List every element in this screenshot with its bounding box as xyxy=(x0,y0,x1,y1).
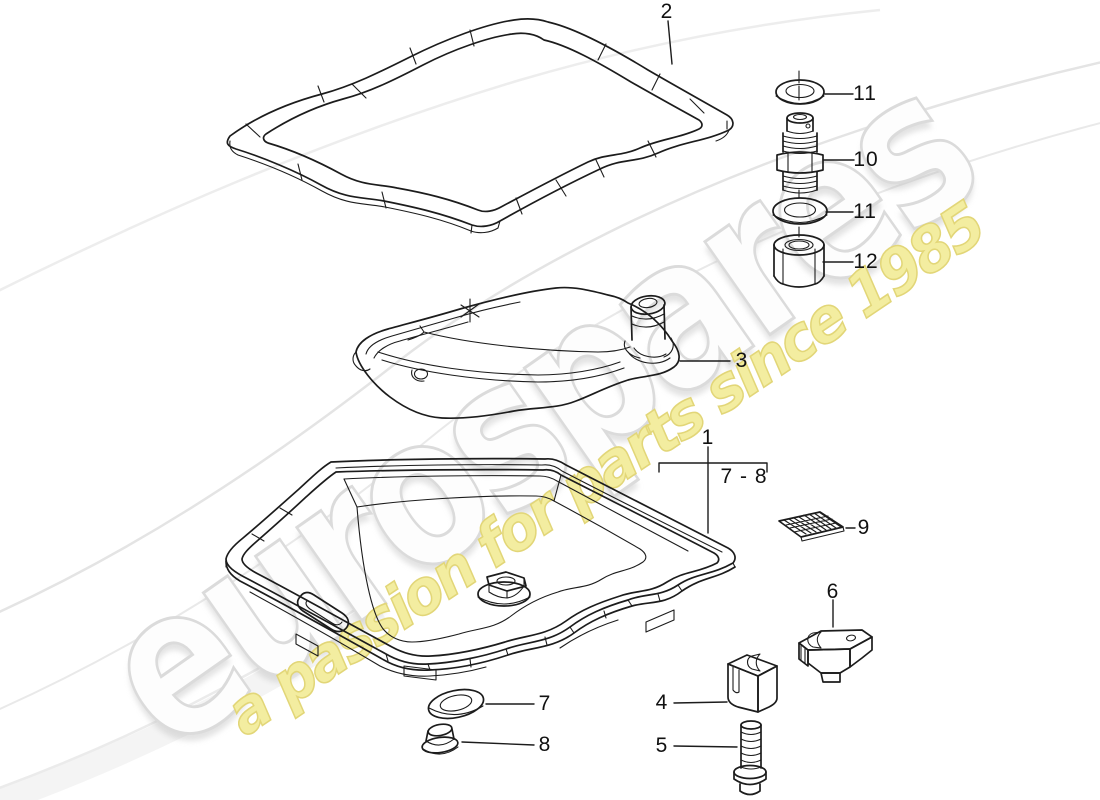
callout-part-12: 12 xyxy=(853,250,879,273)
callout-part-10: 10 xyxy=(853,148,879,171)
plug-drawing xyxy=(421,723,459,755)
clamping-piece-drawing xyxy=(727,653,778,713)
magnet-drawing xyxy=(778,511,845,542)
support-block-drawing xyxy=(798,629,873,683)
callout-part-4: 4 xyxy=(655,691,669,714)
callout-range-7-8: 7 - 8 xyxy=(720,465,768,488)
oil-pan-drawing xyxy=(225,457,736,681)
callout-part-9: 9 xyxy=(857,516,871,539)
position-marker-icon xyxy=(460,298,480,323)
oil-strainer-drawing xyxy=(352,286,680,420)
gasket-drawing xyxy=(226,18,734,234)
callout-part-3: 3 xyxy=(735,349,749,372)
callout-part-2: 2 xyxy=(660,0,674,23)
washer-11-top-drawing xyxy=(775,70,825,105)
callout-part-7: 7 xyxy=(538,692,552,715)
vent-valve-drawing xyxy=(776,112,824,199)
screw-drawing xyxy=(733,720,767,796)
callout-part-6: 6 xyxy=(826,580,840,603)
cap-nut-drawing xyxy=(773,234,825,288)
swoosh-edge-bottom xyxy=(0,122,1100,710)
swoosh-arc-upper xyxy=(0,8,881,292)
washer-11-bottom-drawing xyxy=(772,197,828,238)
callout-part-8: 8 xyxy=(538,733,552,756)
range-bracket xyxy=(658,462,768,473)
swoosh-edge-top xyxy=(0,61,1100,613)
callout-part-1: 1 xyxy=(701,426,715,449)
swoosh-arc-lower-soft xyxy=(0,600,387,800)
callout-part-11-bottom: 11 xyxy=(853,200,877,223)
callout-part-5: 5 xyxy=(655,734,669,757)
washer-7-drawing xyxy=(427,688,485,720)
callout-part-11-top: 11 xyxy=(853,82,877,105)
callout-leader-lines xyxy=(461,20,856,748)
